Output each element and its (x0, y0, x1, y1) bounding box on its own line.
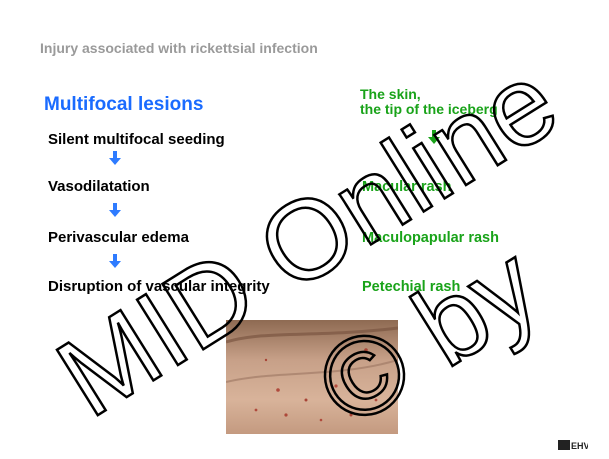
skin-heading-line1: The skin, (360, 87, 498, 102)
skin-heading: The skin, the tip of the iceberg (360, 87, 498, 117)
down-arrow-icon (109, 203, 121, 217)
down-arrow-icon (109, 254, 121, 268)
rash-macular: Macular rash (362, 179, 451, 195)
rash-skin-photo (226, 320, 398, 434)
ehv-logo: EHV (558, 438, 588, 450)
down-arrow-icon (428, 130, 440, 144)
skin-heading-line2: the tip of the iceberg (360, 102, 498, 117)
rash-maculopapular: Maculopapular rash (362, 230, 499, 246)
step-vascular-disruption: Disruption of vascular integrity (48, 278, 270, 295)
multifocal-lesions-heading: Multifocal lesions (44, 94, 203, 116)
ehv-logo-text: EHV (571, 441, 588, 451)
slide-title: Injury associated with rickettsial infec… (40, 40, 318, 56)
down-arrow-icon (109, 151, 121, 165)
rash-petechial: Petechial rash (362, 279, 460, 295)
step-vasodilatation: Vasodilatation (48, 178, 150, 195)
step-perivascular-edema: Perivascular edema (48, 229, 189, 246)
step-silent-seeding: Silent multifocal seeding (48, 131, 225, 148)
